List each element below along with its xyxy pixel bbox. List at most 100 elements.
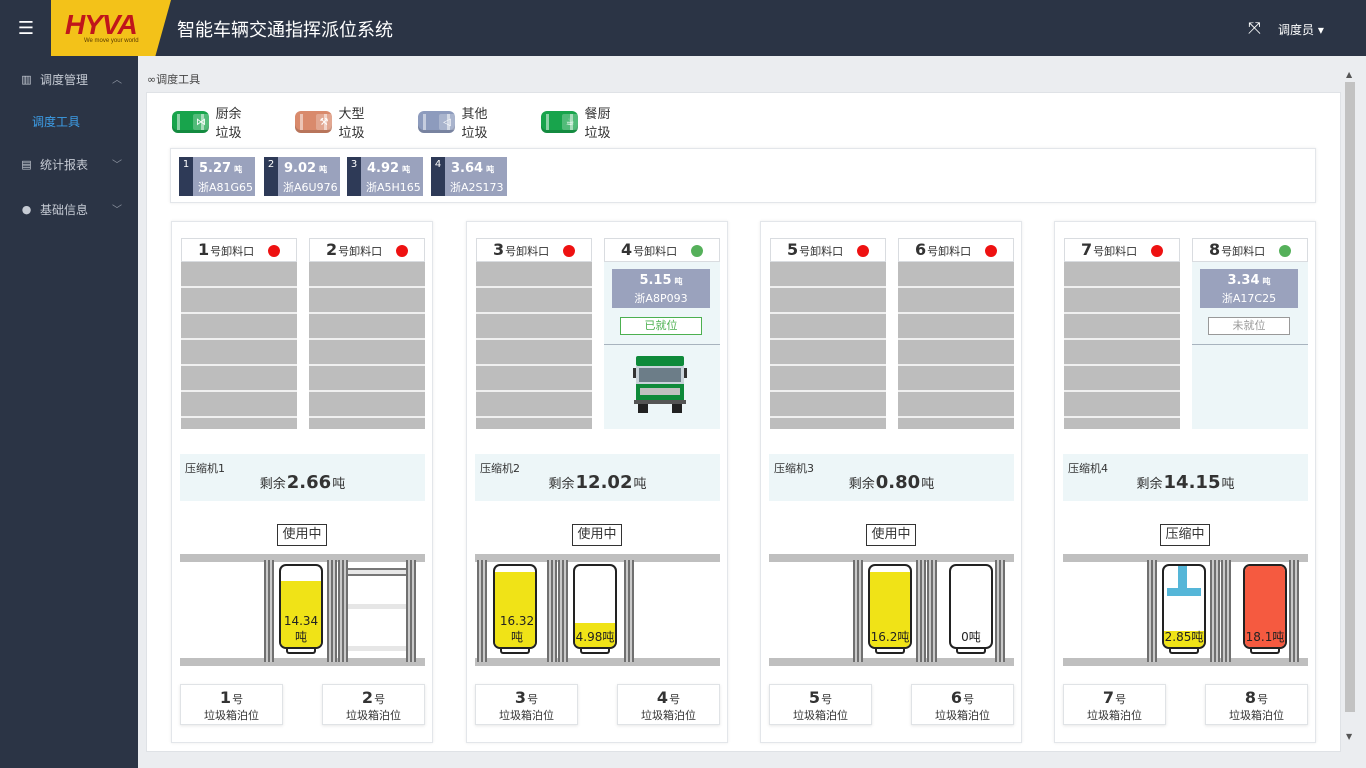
status-badge: 使用中 <box>572 524 622 546</box>
fullscreen-icon[interactable]: ⤧ <box>1248 18 1261 37</box>
restaurant-truck-icon: ☕ <box>541 111 579 133</box>
logo-tagline: We move your world <box>84 38 139 44</box>
queue-number: 4 <box>431 157 445 196</box>
legend-label: 大型垃圾 <box>338 107 365 141</box>
compressor-name: 压缩机1 <box>185 462 225 475</box>
scrollbar-thumb[interactable] <box>1345 82 1355 712</box>
compressor-name: 压缩机3 <box>774 462 814 475</box>
bin-slot-4[interactable]: 4号 垃圾箱泊位 <box>617 684 720 725</box>
scroll-up-icon[interactable]: ▲ <box>1346 70 1353 79</box>
sidebar-item-label: 基础信息 <box>40 202 89 217</box>
sidebar-subitem-dispatch-tool[interactable]: 调度工具 <box>32 115 81 129</box>
status-dot-green <box>1279 245 1291 257</box>
unloading-bay-6[interactable]: 6号卸料口 <box>898 238 1014 429</box>
user-menu[interactable]: 调度员 ▾ <box>1278 23 1324 37</box>
bin-dock: 16.32吨 4.98吨 <box>475 554 720 668</box>
status-dot-red <box>1151 245 1163 257</box>
queue-plate: 浙A6U976 <box>283 181 338 194</box>
scroll-down-icon[interactable]: ▼ <box>1346 732 1353 741</box>
compressor-remaining: 剩余2.66吨 <box>259 472 346 493</box>
bin-slot-8[interactable]: 8号 垃圾箱泊位 <box>1205 684 1308 725</box>
top-bar: ☰ HYVA We move your world 智能车辆交通指挥派位系统 ⤧… <box>0 0 1366 56</box>
compressor-remaining: 剩余14.15吨 <box>1136 472 1235 493</box>
garbage-bin[interactable]: 4.98吨 <box>573 564 617 649</box>
bin-dock: 2.85吨 18.1吨 <box>1063 554 1308 668</box>
bin-slot-5[interactable]: 5号 垃圾箱泊位 <box>769 684 872 725</box>
garbage-bin[interactable]: 18.1吨 <box>1243 564 1287 649</box>
chevron-up-icon: ︿ <box>112 75 122 86</box>
unloading-bay-5[interactable]: 5号卸料口 <box>770 238 886 429</box>
bin-dock: 16.2吨 0吨 <box>769 554 1014 668</box>
unloading-bay-7[interactable]: 7号卸料口 <box>1064 238 1180 429</box>
bin-slot-1[interactable]: 1号 垃圾箱泊位 <box>180 684 283 725</box>
status-dot-red <box>268 245 280 257</box>
bay-gate <box>1064 262 1180 429</box>
sidebar: ▥ 调度管理 ︿ 调度工具 ▤ 统计报表 ﹀ ● 基础信息 ﹀ <box>0 56 138 768</box>
user-icon: ● <box>21 202 32 216</box>
sidebar-item-dispatch[interactable]: ▥ 调度管理 ︿ <box>0 59 138 99</box>
chevron-down-icon: ﹀ <box>112 160 122 171</box>
bay-gate <box>309 262 425 429</box>
truck-status-arrived: 已就位 <box>620 317 702 335</box>
compressor-name: 压缩机2 <box>480 462 520 475</box>
sidebar-item-label: 统计报表 <box>40 157 89 172</box>
compression-plate-icon <box>1167 566 1201 596</box>
sidebar-item-basic-info[interactable]: ● 基础信息 ﹀ <box>0 189 138 229</box>
sidebar-item-reports[interactable]: ▤ 统计报表 ﹀ <box>0 144 138 184</box>
status-dot-red <box>857 245 869 257</box>
document-icon: ▤ <box>21 157 32 171</box>
status-badge: 使用中 <box>866 524 916 546</box>
unloading-bay-2[interactable]: 2号卸料口 <box>309 238 425 429</box>
queue-number: 3 <box>347 157 361 196</box>
legend-item-other: ◁ 其他垃圾 <box>418 107 495 141</box>
bin-slot-6[interactable]: 6号 垃圾箱泊位 <box>911 684 1014 725</box>
garbage-bin[interactable]: 16.32吨 <box>493 564 537 649</box>
status-badge: 压缩中 <box>1160 524 1210 546</box>
truck-status-not-arrived: 未就位 <box>1208 317 1290 335</box>
scrollbar[interactable]: ▲ ▼ <box>1343 70 1357 744</box>
legend-item-restaurant: ☕ 餐厨垃圾 <box>541 107 618 141</box>
status-dot-red <box>396 245 408 257</box>
unloading-bay-1[interactable]: 1号卸料口 <box>181 238 297 429</box>
garbage-bin[interactable]: 2.85吨 <box>1162 564 1206 649</box>
garbage-truck-icon <box>633 356 687 413</box>
compressor-remaining: 剩余12.02吨 <box>548 472 647 493</box>
bin-slot-2[interactable]: 2号 垃圾箱泊位 <box>322 684 425 725</box>
hamburger-menu-icon[interactable]: ☰ <box>17 17 35 39</box>
garbage-bin[interactable]: 16.2吨 <box>868 564 912 649</box>
compressor-info: 压缩机4 剩余14.15吨 <box>1063 454 1308 501</box>
queue-plate: 浙A2S173 <box>450 181 504 194</box>
bin-slot-7[interactable]: 7号 垃圾箱泊位 <box>1063 684 1166 725</box>
kitchen-truck-icon: ⋈ <box>172 111 210 133</box>
app-title: 智能车辆交通指挥派位系统 <box>177 20 393 41</box>
status-dot-green <box>691 245 703 257</box>
unloading-bay-3[interactable]: 3号卸料口 <box>476 238 592 429</box>
other-truck-icon: ◁ <box>418 111 456 133</box>
bin-slot-3[interactable]: 3号 垃圾箱泊位 <box>475 684 578 725</box>
queue-number: 2 <box>264 157 278 196</box>
status-dot-red <box>563 245 575 257</box>
sidebar-item-label: 调度管理 <box>40 72 89 87</box>
garbage-bin[interactable]: 0吨 <box>949 564 993 649</box>
breadcrumb-icon: ∞ <box>147 73 157 86</box>
compressor-unit-3: 5号卸料口 6号卸料口 压缩机3 剩余0.80吨 使用中 16.2吨 0吨 5号… <box>760 221 1022 743</box>
legend-label: 厨余垃圾 <box>215 107 242 141</box>
compressor-name: 压缩机4 <box>1068 462 1108 475</box>
